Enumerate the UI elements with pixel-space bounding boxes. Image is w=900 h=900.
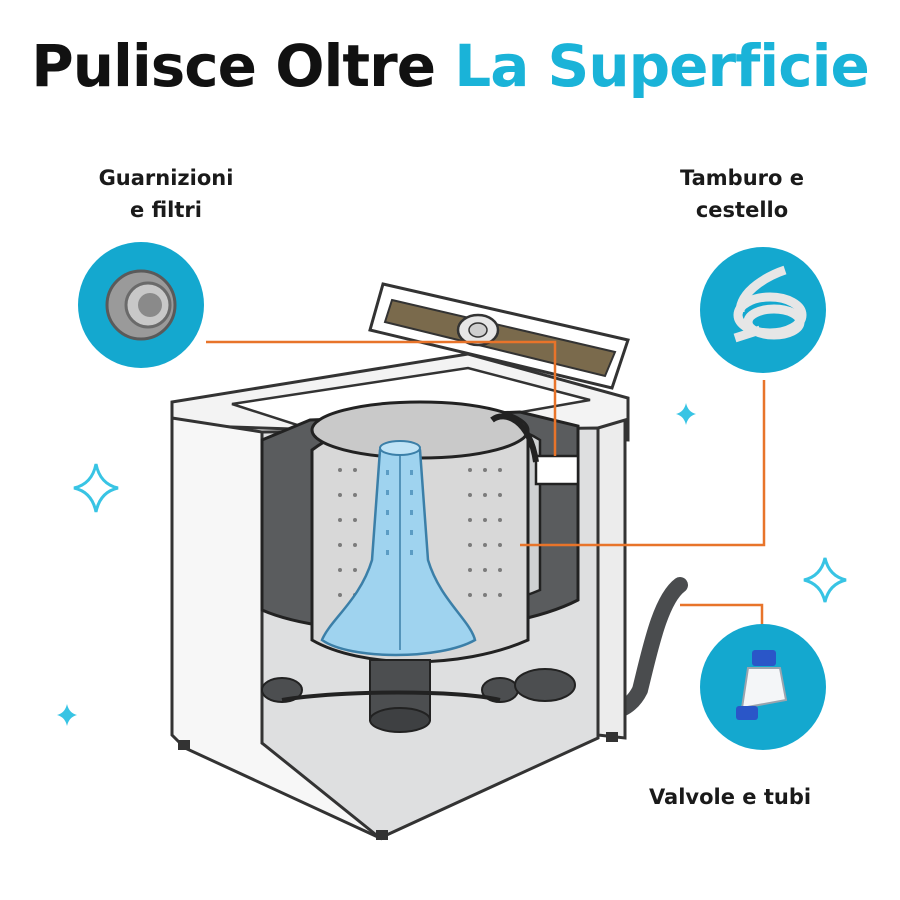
callout-water-filter [700, 624, 826, 750]
sparkle-icon [73, 463, 119, 513]
sparkle-icons [57, 403, 847, 726]
leader-line-right [520, 380, 766, 547]
page-title: Pulisce Oltre La Superficie [0, 32, 900, 100]
title-part1: Pulisce Oltre [31, 32, 436, 100]
title-part2: La Superficie [454, 32, 870, 100]
label-valves-pipes: Valvole e tubi [648, 785, 812, 809]
label-seals-filters: Guarnizioni e filtri [80, 162, 252, 226]
sparkle-icon [803, 557, 847, 603]
sparkle-icon [57, 704, 77, 726]
seal-filter-icon [105, 269, 177, 341]
water-filter-icon [736, 650, 788, 720]
leader-line-left [206, 340, 557, 456]
agitator [320, 440, 477, 657]
sparkle-icon [676, 403, 696, 425]
label-drum-basket-line1: Tamburo e [680, 166, 804, 190]
control-panel [368, 282, 630, 390]
label-drum-basket: Tamburo e cestello [662, 162, 822, 226]
callout-seal-filter [78, 242, 204, 368]
label-drum-basket-line2: cestello [695, 198, 789, 222]
pump-box [534, 454, 580, 486]
callout-drain-hose [700, 247, 826, 373]
motor-assembly [261, 659, 576, 733]
drain-hose-icon [733, 265, 807, 343]
label-seals-filters-line2: e filtri [130, 198, 202, 222]
label-seals-filters-line1: Guarnizioni [98, 166, 234, 190]
